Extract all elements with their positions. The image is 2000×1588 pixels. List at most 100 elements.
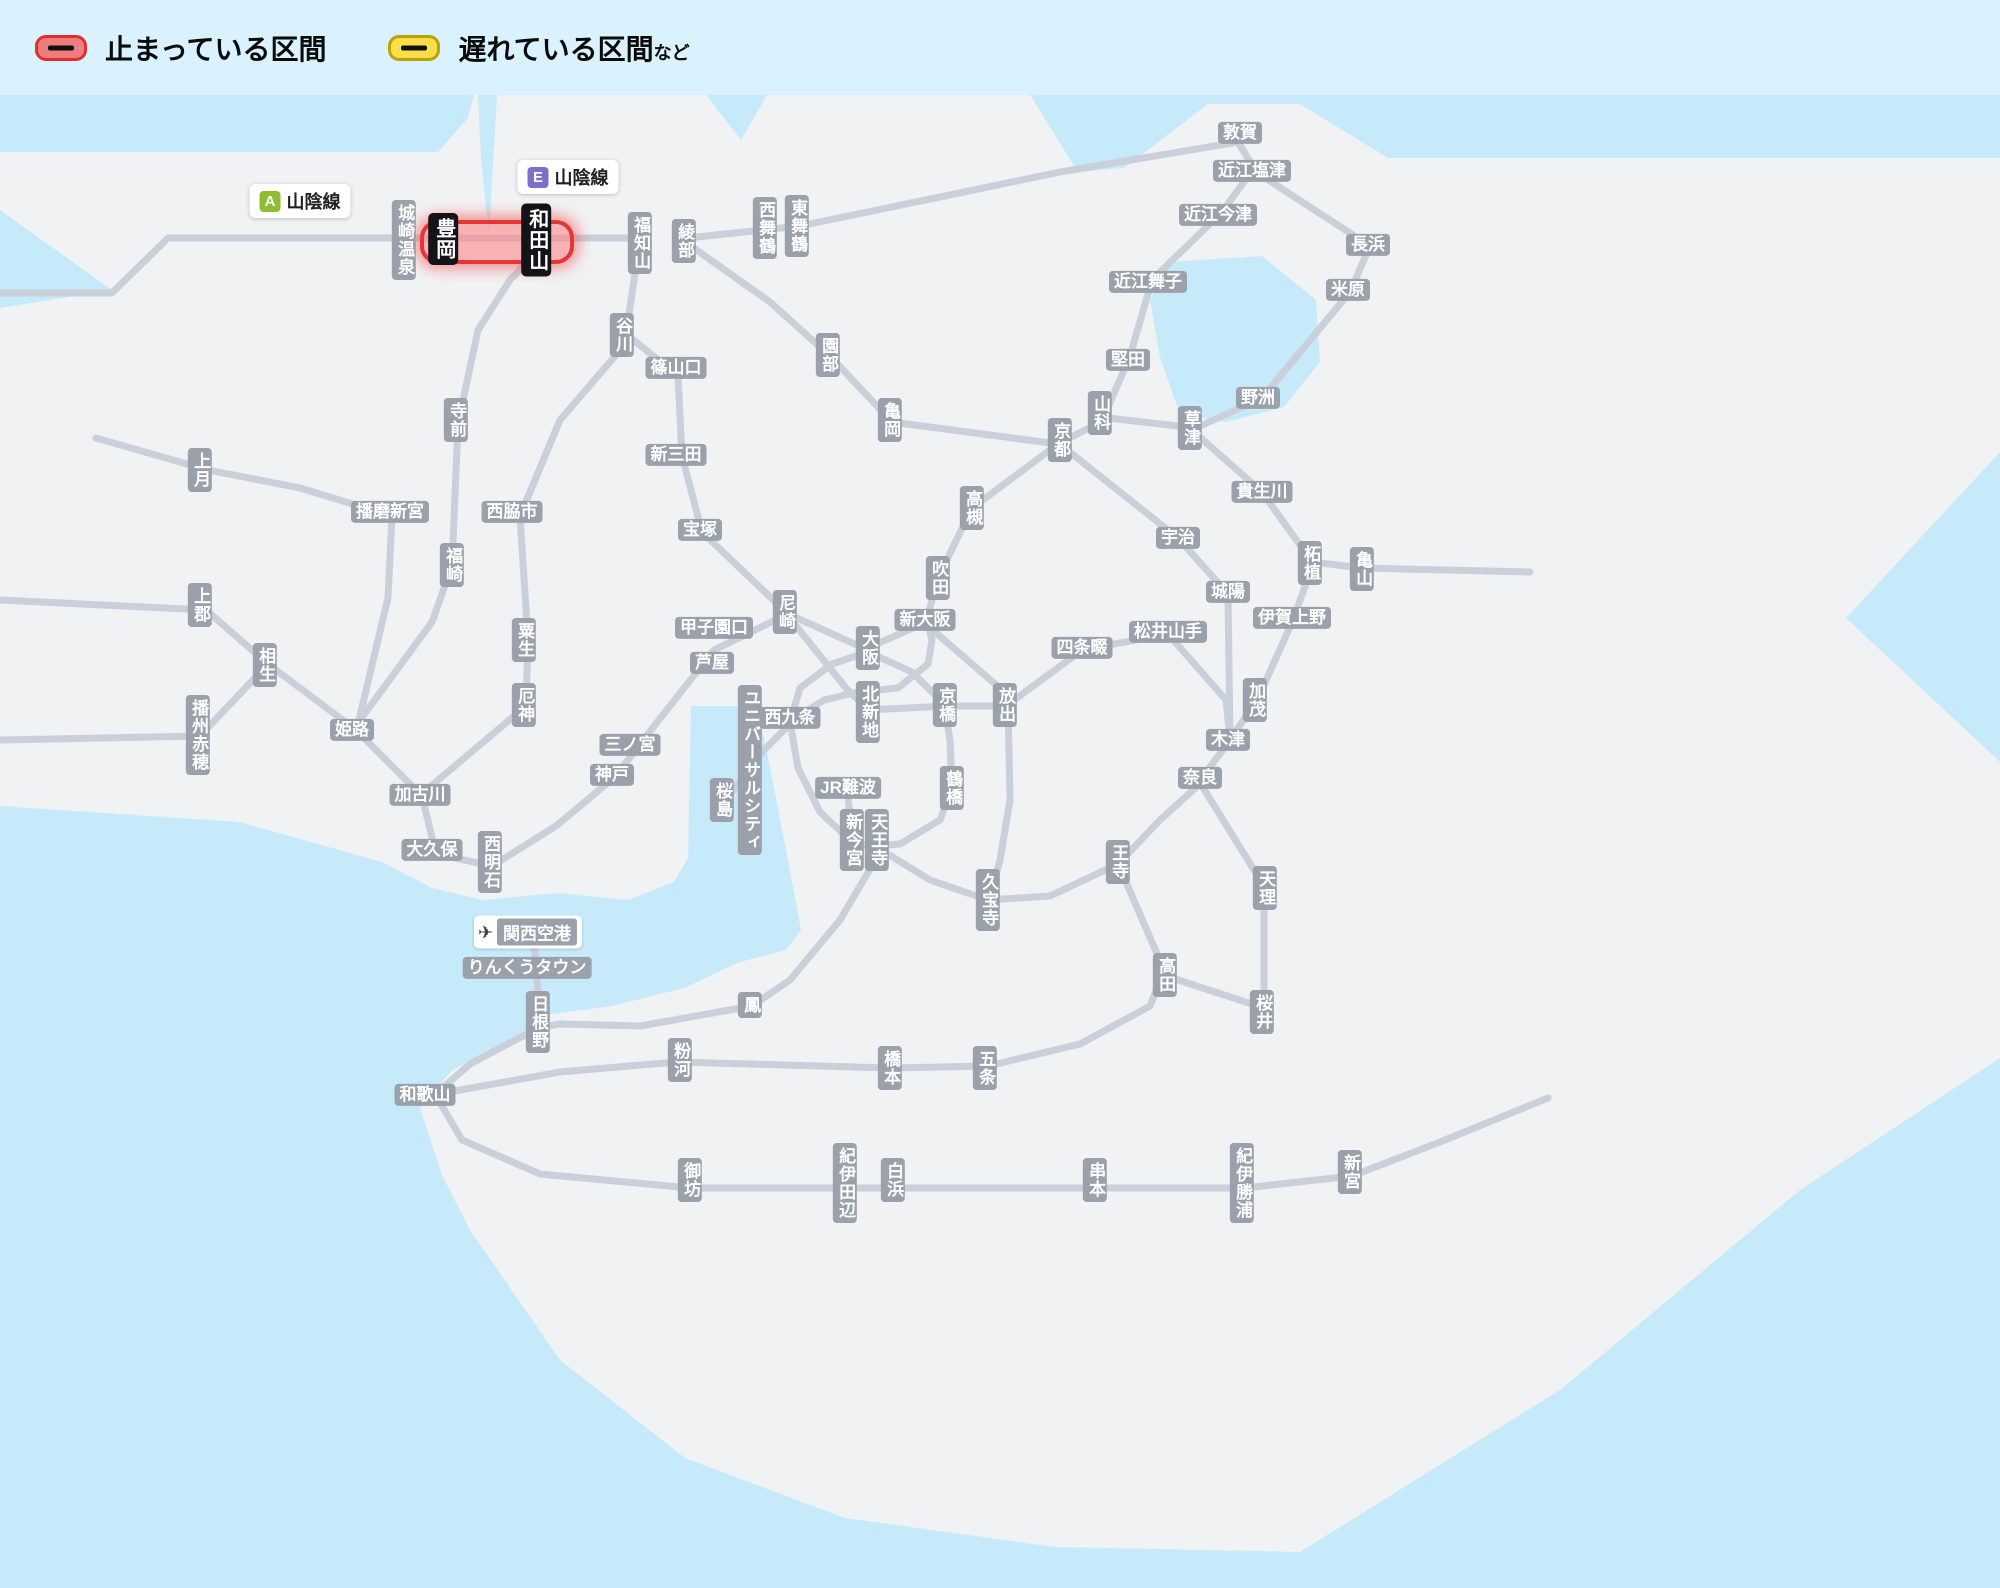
station-label: 姫路	[330, 718, 374, 742]
sea-top-left	[0, 95, 474, 152]
station-label: 野洲	[1236, 386, 1280, 410]
station-label: 四条畷	[1051, 636, 1113, 660]
station-label: 西脇市	[481, 500, 543, 524]
stopped-legend-label: 止まっている区間	[105, 33, 327, 65]
delayed-legend-suffix: など	[653, 42, 690, 63]
station-label: 城陽	[1206, 580, 1250, 604]
station-label: 北新地	[855, 681, 881, 743]
line-badge-label: 山陰線	[554, 168, 609, 188]
station-label: 放出	[992, 683, 1018, 727]
line-symbol-icon: E	[527, 166, 549, 188]
station-label: 敦賀	[1218, 121, 1262, 145]
station-label: 綾部	[671, 219, 697, 263]
station-label: 西舞鶴	[752, 197, 778, 259]
coast-wedge-left	[0, 210, 112, 308]
station-label: 厄神	[511, 683, 537, 727]
station-label: 京橋	[932, 683, 958, 727]
sea-ise	[1846, 452, 2000, 762]
rail-line-kakogawa	[420, 344, 626, 796]
station-label: 相生	[252, 643, 278, 687]
station-label: 伊賀上野	[1253, 606, 1331, 630]
delayed-section-icon-bar	[401, 45, 428, 50]
rail-line-sakurai-line	[1168, 782, 1268, 1012]
station-label: 新三田	[645, 443, 707, 467]
station-label: 吹田	[925, 556, 951, 600]
station-label-alert: 和田山	[521, 203, 551, 277]
station-label: 高田	[1152, 953, 1178, 997]
sea-top-right	[1030, 95, 2000, 172]
route-map: 城崎温泉豊岡和田山福知山綾部西舞鶴東舞鶴敦賀近江塩津近江今津長浜近江舞子米原堅田…	[0, 95, 2000, 1588]
map-canvas	[0, 95, 2000, 1588]
sea-top-mid	[706, 95, 767, 140]
station-label: りんくうタウン	[462, 956, 592, 980]
station-label: 篠山口	[645, 356, 707, 380]
station-label: 加古川	[389, 783, 451, 807]
station-label: 福崎	[439, 543, 465, 587]
station-label: 近江今津	[1179, 203, 1257, 227]
station-label: 宇治	[1156, 526, 1200, 550]
station-label: 粟生	[511, 618, 537, 662]
station-label: 谷川	[609, 313, 635, 357]
station-label: 播磨新宮	[351, 500, 429, 524]
station-label: 高槻	[959, 486, 985, 530]
station-label: 木津	[1206, 728, 1250, 752]
station-label: 東舞鶴	[784, 195, 810, 257]
station-label: 日根野	[525, 991, 551, 1053]
station-label: 城崎温泉	[391, 200, 417, 280]
station-label: 大阪	[855, 626, 881, 670]
station-label: 桜井	[1249, 990, 1275, 1034]
delayed-legend-text: 遅れている区間	[458, 33, 654, 65]
station-label: 三ノ宮	[599, 733, 661, 757]
station-label: 串本	[1082, 1158, 1108, 1202]
station-label: 草津	[1177, 406, 1203, 450]
rail-line-nara-line	[1058, 442, 1234, 744]
station-label: 寺前	[443, 398, 469, 442]
station-label: 亀山	[1349, 547, 1375, 591]
station-label: 長浜	[1346, 233, 1390, 257]
station-label-alert: 豊岡	[428, 213, 458, 265]
station-label: 亀岡	[877, 398, 903, 442]
station-label: 粉河	[667, 1038, 693, 1082]
station-label: 新今宮	[839, 809, 865, 871]
station-label: JR難波	[815, 776, 881, 800]
station-label: 紀伊田辺	[832, 1143, 858, 1223]
station-label: 加茂	[1242, 678, 1268, 722]
rail-line-yamatoji	[874, 778, 1206, 904]
station-label: 大久保	[401, 838, 463, 862]
line-symbol-icon: A	[259, 190, 281, 212]
delayed-section-icon	[388, 34, 441, 61]
station-label: 松井山手	[1129, 620, 1207, 644]
station-label: ユニバーサルシティ	[737, 685, 763, 855]
station-label: 上月	[187, 448, 213, 492]
rail-line-kinokuni	[432, 1092, 1552, 1192]
station-label: 新宮	[1337, 1150, 1363, 1194]
station-label: 紀伊勝浦	[1229, 1143, 1255, 1223]
station-label: 芦屋	[690, 651, 734, 675]
station-label: 上郡	[187, 583, 213, 627]
station-label: 鳳	[737, 992, 763, 1018]
airport-station-label: 関西空港	[497, 918, 578, 946]
station-label: 久宝寺	[975, 869, 1001, 931]
station-label: 柘植	[1297, 541, 1323, 585]
stopped-section-icon-bar	[48, 45, 74, 50]
station-label: 堅田	[1106, 348, 1150, 372]
station-label: 鶴橋	[939, 766, 965, 810]
station-label: 園部	[815, 333, 841, 377]
station-label: 天理	[1252, 866, 1278, 910]
station-label: 福知山	[627, 212, 653, 274]
station-label: 西明石	[477, 831, 503, 893]
airplane-icon: ✈	[477, 922, 494, 942]
station-label: 五条	[972, 1046, 998, 1090]
rail-line-haruka-bypass	[788, 620, 936, 724]
river-inlet	[478, 95, 497, 235]
station-label-kansai-airport: ✈ 関西空港	[473, 915, 583, 949]
station-label: 神戸	[590, 763, 634, 787]
legend-bar: 止まっている区間 遅れている区間など	[0, 0, 2000, 95]
station-label: 新大阪	[894, 608, 956, 632]
station-label: 西九条	[759, 706, 821, 730]
station-label: 米原	[1326, 278, 1370, 302]
station-label: 京都	[1047, 418, 1073, 462]
